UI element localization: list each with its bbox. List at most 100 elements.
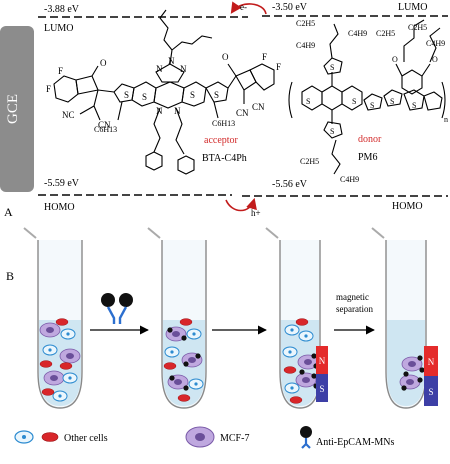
donor-c2h5-1: C2H5 — [296, 19, 315, 28]
acceptor-cn-right-2: CN — [252, 102, 265, 112]
donor-bdt-ring-3 — [341, 85, 363, 111]
tube-3-bead-5 — [299, 369, 305, 375]
tube-2-cap — [147, 227, 161, 239]
acceptor-top-chain-2 — [171, 35, 213, 51]
electron-symbol: e- — [240, 2, 247, 12]
acceptor-homo-energy: -5.59 eV — [44, 178, 80, 189]
acceptor-nc-left: NC — [62, 110, 75, 120]
donor-homo-energy: -5.56 eV — [272, 179, 308, 190]
tube-4-bead-4 — [403, 371, 409, 377]
tube-2-redcell-3 — [177, 394, 191, 402]
donor-c2h5-3: C2H5 — [408, 23, 427, 32]
acceptor-f-1: F — [58, 66, 63, 76]
legend-bead-icon — [300, 426, 312, 438]
acceptor-right-benzene — [249, 63, 275, 91]
donor-atom-labels: C2H5 C4H9 C4H9 C2H5 C2H5 C4H9 C2H5 C4H9 … — [296, 19, 448, 184]
tube-3 — [265, 227, 321, 409]
acceptor-branch-bond-1 — [169, 49, 173, 65]
donor-c4h9-3: C4H9 — [426, 39, 445, 48]
tube-3-bluecell-3 — [282, 346, 298, 358]
magnet-1-south — [316, 374, 328, 402]
acceptor-s-2: S — [142, 92, 147, 102]
panel-a-frame — [0, 0, 450, 222]
tube-1-bluecell-3 — [62, 372, 78, 384]
panel-a-label: A — [4, 205, 13, 219]
tube-3-bluecell-2 — [298, 330, 314, 342]
separation-label-line-1: magnetic — [336, 292, 369, 302]
legend-redcell-icon — [41, 432, 59, 442]
acceptor-name: BTA-C4Ph — [202, 153, 247, 164]
bead-icon-1 — [101, 293, 115, 307]
donor-bdd-chain-1 — [403, 19, 425, 62]
magnet-2: N S — [424, 346, 438, 406]
tube-4-bead-1 — [417, 355, 423, 361]
donor-lumo-label: LUMO — [398, 2, 427, 13]
tube-1-mcf7-3 — [43, 370, 65, 386]
acceptor-atom-labels: F F O NC CN S S S S N N N N N C6H13 C6H1… — [46, 52, 281, 134]
acceptor-left-vinyl — [97, 89, 115, 93]
tube-2-redcell-2 — [163, 362, 177, 370]
acceptor-cn-left: CN — [98, 120, 111, 130]
gce-electrode — [0, 26, 34, 192]
acceptor-butyl-left — [153, 107, 161, 153]
acceptor-left-cn-bond — [93, 105, 101, 121]
step-arrow-1 — [90, 293, 149, 335]
magnet-2-south — [424, 376, 438, 406]
acceptor-core-ring-3 — [181, 81, 207, 107]
acceptor-s-4: S — [214, 90, 219, 100]
donor-bracket-left — [288, 81, 293, 119]
legend-mcf7: MCF-7 — [220, 433, 249, 444]
acceptor-o-2: O — [222, 52, 229, 62]
acceptor-structure — [53, 9, 275, 175]
tube-2-bead-2 — [181, 335, 187, 341]
tube-2-bead-6 — [183, 385, 189, 391]
tube-3-redcell-1 — [295, 318, 309, 326]
electron-transfer-arrow — [230, 1, 267, 15]
tube-1-bluecell-4 — [52, 390, 68, 402]
tube-4-bead-2 — [419, 367, 425, 373]
donor-role-label: donor — [358, 134, 382, 145]
panel-b-label: B — [6, 269, 14, 283]
donor-o-2: O — [432, 55, 438, 64]
acceptor-n-4: N — [156, 106, 163, 116]
donor-s-5: S — [390, 97, 394, 106]
tube-3-bead-1 — [311, 353, 317, 359]
tube-2-bluecell-3 — [188, 378, 204, 390]
acceptor-right-vinyl — [227, 75, 237, 89]
acceptor-lumo-label: LUMO — [44, 23, 73, 34]
acceptor-role-label: acceptor — [204, 135, 239, 146]
donor-structure — [288, 19, 446, 175]
acceptor-hexyl-left: C6H13 — [94, 125, 117, 134]
acceptor-top-chain-1 — [159, 9, 173, 51]
acceptor-cn-right-1: CN — [236, 108, 249, 118]
tube-4-bead-3 — [417, 377, 423, 383]
acceptor-s-3: S — [190, 90, 195, 100]
donor-homo-label: HOMO — [392, 201, 423, 212]
donor-top-chain — [329, 23, 339, 59]
legend-other-cells: Other cells — [64, 433, 108, 444]
tube-2-bead-3 — [195, 353, 201, 359]
tube-2 — [147, 227, 207, 409]
acceptor-f-2: F — [46, 84, 51, 94]
tube-1-bluecell-1 — [60, 328, 76, 340]
donor-c4h9-2: C4H9 — [348, 29, 367, 38]
donor-bdd-ring-2 — [403, 89, 425, 111]
legend-bluecell-nucleus — [22, 435, 26, 439]
donor-s-7: S — [330, 127, 334, 136]
acceptor-homo-label: HOMO — [44, 202, 75, 213]
tube-4-bead-5 — [401, 385, 407, 391]
donor-c4h9-4: C4H9 — [340, 175, 359, 184]
acceptor-left-exo-bond — [93, 89, 99, 107]
donor-bdd-chain-2 — [429, 27, 441, 63]
tube-3-cap — [265, 227, 279, 239]
magnet-1-s-label: S — [319, 384, 324, 394]
acceptor-lumo-energy: -3.88 eV — [44, 4, 80, 15]
donor-bracket-right — [441, 81, 446, 119]
tube-4 — [371, 227, 427, 409]
acceptor-hexyl-left-bond — [117, 101, 123, 121]
acceptor-n-5: N — [174, 106, 181, 116]
magnet-2-n-label: N — [428, 357, 435, 367]
donor-bottom-thiophene — [323, 121, 343, 139]
donor-bottom-chain — [331, 139, 341, 175]
separation-label-line-2: separation — [336, 304, 373, 314]
